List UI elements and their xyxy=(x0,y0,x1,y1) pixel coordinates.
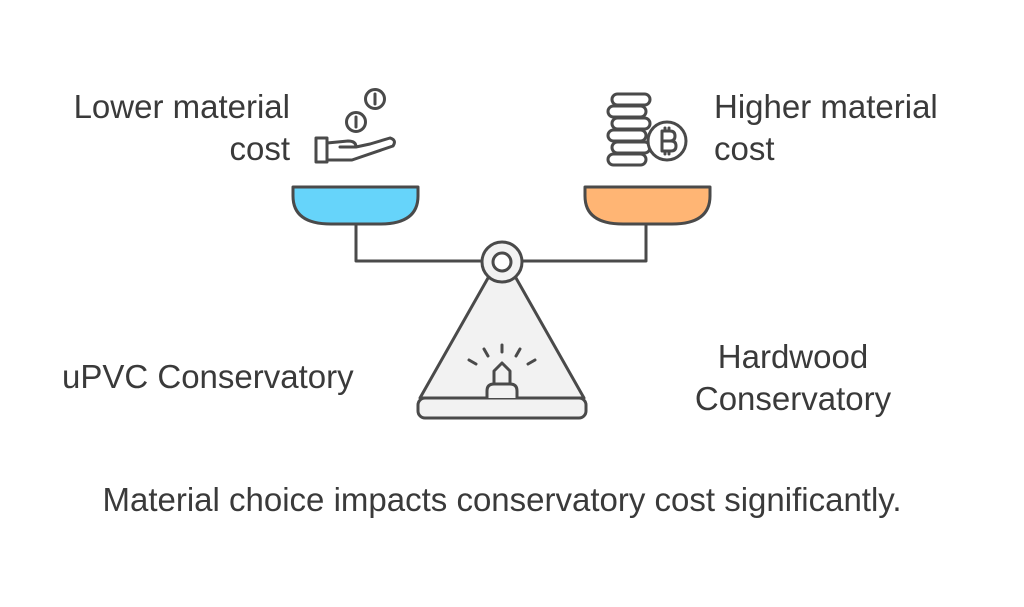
lower-cost-label-line-1: Lower material xyxy=(73,88,290,125)
hardwood-option-label: Hardwood Conservatory xyxy=(690,336,896,420)
hardwood-option-label-line-1: Hardwood xyxy=(717,338,869,375)
gauge-needle xyxy=(492,361,512,386)
right-beam-arm xyxy=(520,222,648,263)
coin-stack-bitcoin-icon xyxy=(606,92,688,167)
higher-cost-label-line-1: Higher material xyxy=(714,88,938,125)
hardwood-option-label-line-2: Conservatory xyxy=(694,380,892,417)
left-beam-arm xyxy=(354,222,484,263)
higher-cost-label-line-2: cost xyxy=(714,130,775,167)
pivot-inner xyxy=(491,251,513,273)
hand-coins-icon xyxy=(314,88,396,164)
upvc-option-label: uPVC Conservatory xyxy=(62,358,354,395)
lower-cost-label: Lower material cost xyxy=(74,86,290,170)
scale-base xyxy=(416,396,588,420)
higher-cost-label: Higher material cost xyxy=(714,86,938,170)
left-pan xyxy=(291,185,420,226)
right-pan xyxy=(583,185,712,226)
diagram-caption: Material choice impacts conservatory cos… xyxy=(102,481,902,518)
lower-cost-label-line-2: cost xyxy=(229,130,290,167)
gauge-needle-base xyxy=(485,382,519,400)
gauge-ticks xyxy=(467,343,537,366)
